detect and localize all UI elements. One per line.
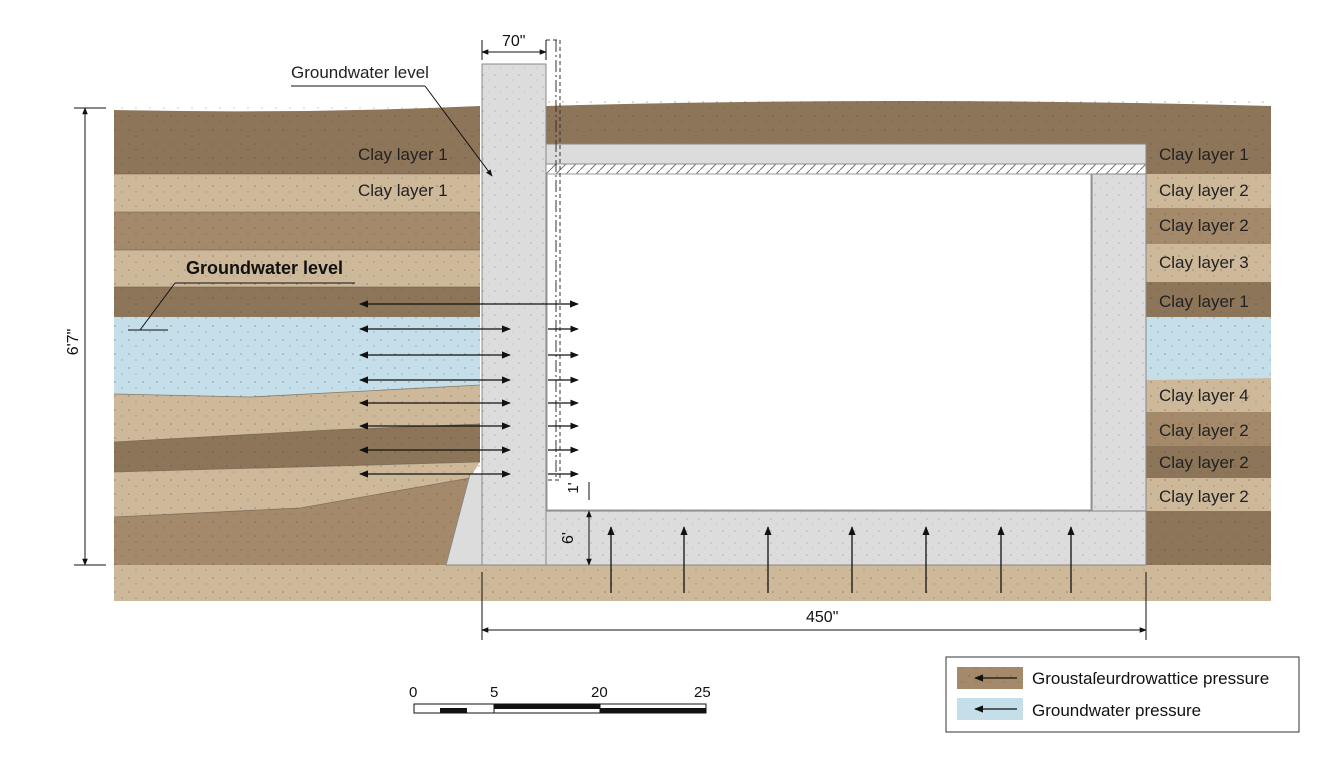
small-dim-label: 1' bbox=[565, 482, 582, 493]
legend-label-soil: Groustaſeurdrowattice pressure bbox=[1032, 669, 1269, 688]
top-groundwater-leader bbox=[291, 85, 493, 177]
right-layer-label: Clay layer 2 bbox=[1159, 453, 1249, 472]
scale-tick: 0 bbox=[409, 684, 417, 701]
scale-tick: 20 bbox=[591, 684, 608, 701]
wall-thickness-dimension bbox=[481, 40, 547, 60]
legend-label-water: Groundwater pressure bbox=[1032, 701, 1201, 720]
right-layer-label: Clay layer 2 bbox=[1159, 216, 1249, 235]
left-strata bbox=[113, 106, 481, 565]
roof-hatch bbox=[545, 163, 1147, 175]
uplift-arrows bbox=[607, 526, 1075, 593]
right-layer-label: Clay layer 1 bbox=[1159, 292, 1249, 311]
right-layer-label: Clay layer 3 bbox=[1159, 253, 1249, 272]
scale-tick: 5 bbox=[490, 684, 498, 701]
scale-tick: 25 bbox=[694, 684, 711, 701]
left-groundwater-label: Groundwater level bbox=[186, 258, 343, 278]
width-label: 450" bbox=[806, 609, 838, 626]
wall-thickness-label: 70" bbox=[502, 33, 525, 50]
right-layer-label: Clay layer 2 bbox=[1159, 421, 1249, 440]
right-strata bbox=[546, 100, 1271, 565]
left-groundwater-marker bbox=[128, 282, 355, 331]
right-layer-label: Clay layer 2 bbox=[1159, 181, 1249, 200]
top-groundwater-label: Groundwater level bbox=[291, 63, 429, 82]
left-layer-label: Clay layer 1 bbox=[358, 181, 448, 200]
base-thickness-label: 6' bbox=[560, 532, 577, 544]
height-label: 6'7" bbox=[65, 329, 82, 356]
legend: Groustaſeurdrowattice pressure Groundwat… bbox=[945, 656, 1300, 733]
concrete-structure bbox=[445, 63, 1147, 566]
left-layer-label: Clay layer 1 bbox=[358, 145, 448, 164]
dashed-reference-line bbox=[546, 39, 561, 481]
roof-slab bbox=[545, 143, 1147, 165]
right-layer-label: Clay layer 1 bbox=[1159, 145, 1249, 164]
right-layer-label: Clay layer 2 bbox=[1159, 487, 1249, 506]
right-layer-label: Clay layer 4 bbox=[1159, 386, 1249, 405]
scale-bar: 0 5 20 25 bbox=[409, 684, 711, 714]
interior-space bbox=[546, 173, 1092, 511]
wall-side-arrows bbox=[548, 325, 579, 478]
lateral-pressure-arrows bbox=[359, 300, 579, 478]
right-layer-labels: Clay layer 1 Clay layer 2 Clay layer 2 C… bbox=[1159, 145, 1249, 506]
height-dimension bbox=[74, 107, 106, 566]
width-dimension bbox=[481, 572, 1147, 640]
